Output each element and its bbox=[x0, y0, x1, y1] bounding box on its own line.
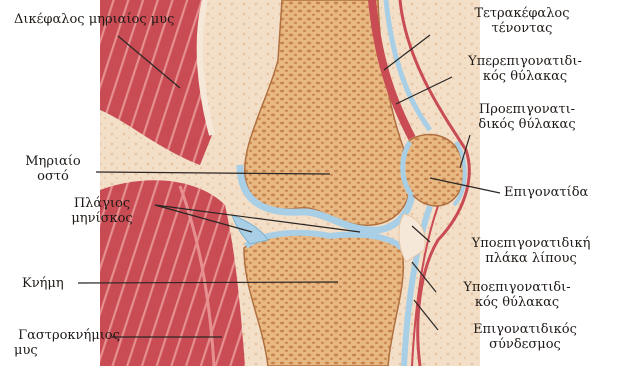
label-femur: Μηριαίο οστό bbox=[20, 154, 86, 184]
tibia-bone bbox=[244, 233, 403, 366]
label-patellar-ligament: Επιγονατιδικός σύνδεσμος bbox=[440, 322, 610, 352]
label-infrapatellar-fat-pad: Υποεπιγονατιδική πλάκα λίπους bbox=[446, 236, 616, 266]
label-prepatellar-bursa: Προεπιγονατι- δικός θύλακας bbox=[452, 102, 602, 132]
label-quadriceps-tendon: Τετρακέφαλος τένοντας bbox=[432, 6, 612, 36]
label-infrapatellar-bursa: Υποεπιγονατιδι- κός θύλακας bbox=[432, 280, 602, 310]
label-biceps-femoris: Δικέφαλος μηριαίος μυς bbox=[14, 12, 174, 27]
label-tibia: Κνήμη bbox=[22, 276, 64, 291]
label-patella: Επιγονατίδα bbox=[504, 185, 588, 200]
label-suprapatellar-bursa: Υπερεπιγονατιδι- κός θύλακας bbox=[440, 54, 610, 84]
label-gastrocnemius: Γαστροκνήμιος μυς bbox=[14, 328, 124, 358]
label-lateral-meniscus: Πλάγιος μηνίσκος bbox=[52, 196, 152, 226]
